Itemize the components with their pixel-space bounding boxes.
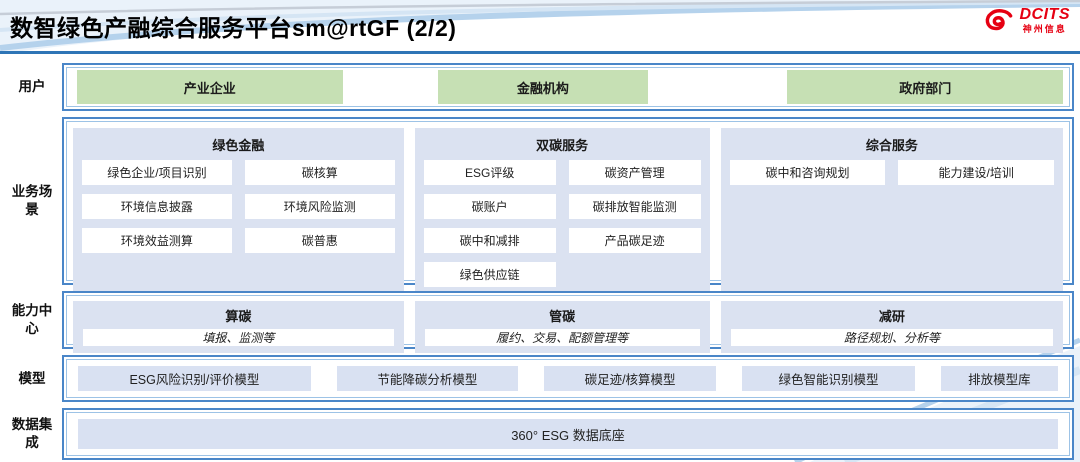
logo-text: DCITS 神州信息: [1020, 7, 1071, 34]
scenario-chip: 能力建设/培训: [898, 160, 1054, 185]
capability-desc: 填报、监测等: [83, 329, 394, 346]
dcits-swirl-icon: [985, 9, 1012, 31]
user-box-government: 政府部门: [787, 70, 1063, 104]
decor-swoosh-top: [0, 0, 1080, 54]
user-box-finance: 金融机构: [437, 70, 649, 104]
user-box-industry: 产业企业: [77, 70, 343, 104]
row-label-models: 模型: [18, 370, 46, 386]
scenario-chip: 碳资产管理: [568, 160, 701, 185]
row-label-data-integration: 数据集成: [11, 417, 53, 450]
model-chip: 碳足迹/核算模型: [543, 366, 717, 391]
capability-title: 减研: [878, 309, 905, 324]
model-chip: ESG风险识别/评价模型: [78, 366, 311, 391]
header: 数智绿色产融综合服务平台sm@rtGF (2/2) DCITS 神州信息: [0, 0, 1080, 52]
section-users: 产业企业 金融机构 政府部门: [62, 63, 1074, 111]
dcits-logo: DCITS 神州信息: [982, 7, 1071, 34]
panel-dual-carbon: 双碳服务 ESG评级 碳资产管理 碳账户 碳排放智能监测 碳中和减排 产品碳足迹…: [414, 128, 710, 296]
row-label-users: 用户: [18, 79, 46, 95]
title-rule: [0, 51, 1080, 54]
logo-brand: DCITS: [1019, 6, 1070, 23]
model-chip: 排放模型库: [940, 366, 1058, 391]
panel-comprehensive-services: 综合服务 碳中和咨询规划 能力建设/培训: [720, 128, 1063, 296]
capability-title: 管碳: [549, 309, 576, 324]
scenario-chip: 碳排放智能监测: [568, 194, 701, 219]
panel-green-finance: 绿色金融 绿色企业/项目识别 碳核算 环境信息披露 环境风险监测 环境效益测算 …: [73, 128, 404, 296]
model-chip: 节能降碳分析模型: [336, 366, 518, 391]
panel-title: 综合服务: [865, 138, 918, 153]
capability-calc-carbon: 算碳 填报、监测等: [73, 301, 404, 353]
scenario-chip: 碳核算: [244, 160, 395, 185]
scenario-chip: 碳普惠: [244, 228, 395, 253]
scenario-chip: 环境信息披露: [82, 194, 232, 219]
panel-title: 绿色金融: [212, 138, 265, 153]
capability-reduce-research: 减研 路径规划、分析等: [720, 301, 1063, 353]
page-title: 数智绿色产融综合服务平台sm@rtGF (2/2): [10, 15, 457, 41]
section-scenarios: 绿色金融 绿色企业/项目识别 碳核算 环境信息披露 环境风险监测 环境效益测算 …: [62, 117, 1074, 296]
panel-title: 双碳服务: [536, 138, 589, 153]
capability-desc: 路径规划、分析等: [730, 329, 1053, 346]
section-models: ESG风险识别/评价模型 节能降碳分析模型 碳足迹/核算模型 绿色智能识别模型 …: [62, 355, 1074, 402]
scenario-chip: 产品碳足迹: [568, 228, 701, 253]
section-capabilities: 算碳 填报、监测等 管碳 履约、交易、配额管理等 减研 路径规划、分析等: [62, 291, 1074, 353]
architecture-diagram: 用户 产业企业 金融机构 政府部门 业务场景 绿色金融 绿色企业/项目识别 碳核…: [6, 63, 1074, 460]
row-label-capabilities: 能力中心: [11, 303, 53, 336]
scenario-chip: ESG评级: [423, 160, 556, 185]
model-chip: 绿色智能识别模型: [742, 366, 915, 391]
row-label-scenarios: 业务场景: [11, 184, 53, 217]
scenario-chip: 环境风险监测: [244, 194, 395, 219]
logo-company: 神州信息: [1022, 24, 1067, 34]
section-data-integration: 360° ESG 数据底座: [62, 408, 1074, 460]
capability-desc: 履约、交易、配额管理等: [424, 329, 700, 346]
scenario-chip: 绿色企业/项目识别: [82, 160, 232, 185]
capability-title: 算碳: [225, 309, 252, 324]
capability-manage-carbon: 管碳 履约、交易、配额管理等: [414, 301, 710, 353]
scenario-chip: 碳账户: [423, 194, 556, 219]
scenario-chip: 环境效益测算: [82, 228, 232, 253]
scenario-chip: 碳中和减排: [423, 228, 556, 253]
scenario-chip: 绿色供应链: [423, 262, 556, 287]
data-foundation-chip: 360° ESG 数据底座: [78, 419, 1058, 449]
scenario-chip: 碳中和咨询规划: [729, 160, 886, 185]
